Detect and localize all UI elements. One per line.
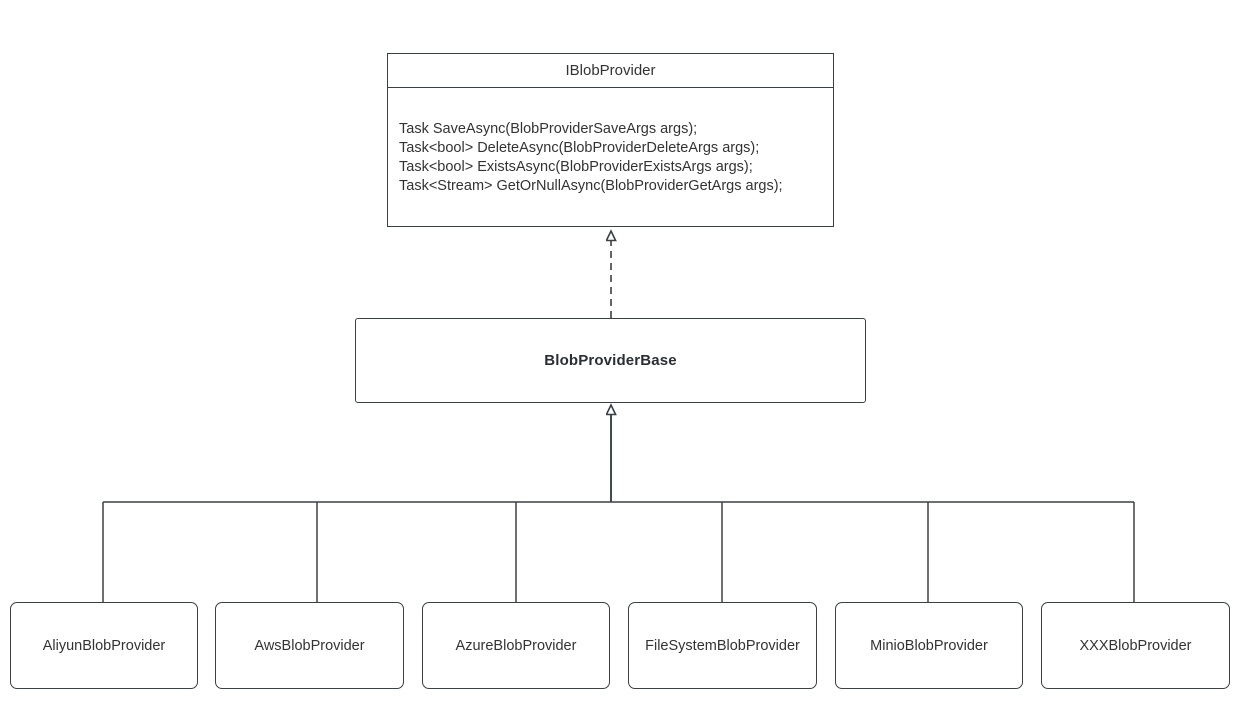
generalization-connector	[102, 414, 1135, 602]
class-box-minioblobprovider[interactable]: MinioBlobProvider	[835, 602, 1023, 689]
method-get-or-null-async: Task<Stream> GetOrNullAsync(BlobProvider…	[399, 178, 783, 194]
xxxblobprovider-title: XXXBlobProvider	[1079, 637, 1192, 654]
azureblobprovider-title: AzureBlobProvider	[455, 637, 577, 654]
class-box-blobproviderbase[interactable]: BlobProviderBase	[355, 318, 866, 403]
method-exists-async: Task<bool> ExistsAsync(BlobProviderExist…	[399, 159, 753, 175]
class-box-azureblobprovider[interactable]: AzureBlobProvider	[422, 602, 610, 689]
aliyunblobprovider-title: AliyunBlobProvider	[42, 637, 166, 654]
blobproviderbase-title: BlobProviderBase	[544, 352, 677, 369]
method-save-async: Task SaveAsync(BlobProviderSaveArgs args…	[399, 121, 698, 137]
iblobprovider-methods: Task SaveAsync(BlobProviderSaveArgs args…	[388, 88, 833, 226]
class-box-filesystemblobprovider[interactable]: FileSystemBlobProvider	[628, 602, 817, 689]
class-box-aliyunblobprovider[interactable]: AliyunBlobProvider	[10, 602, 198, 689]
class-box-awsblobprovider[interactable]: AwsBlobProvider	[215, 602, 404, 689]
class-box-xxxblobprovider[interactable]: XXXBlobProvider	[1041, 602, 1230, 689]
filesystemblobprovider-title: FileSystemBlobProvider	[645, 637, 800, 654]
minioblobprovider-title: MinioBlobProvider	[870, 637, 988, 654]
awsblobprovider-title: AwsBlobProvider	[254, 637, 365, 654]
class-box-iblobprovider[interactable]: IBlobProvider Task SaveAsync(BlobProvide…	[387, 53, 834, 227]
iblobprovider-title: IBlobProvider	[388, 54, 833, 88]
method-delete-async: Task<bool> DeleteAsync(BlobProviderDelet…	[399, 140, 760, 156]
